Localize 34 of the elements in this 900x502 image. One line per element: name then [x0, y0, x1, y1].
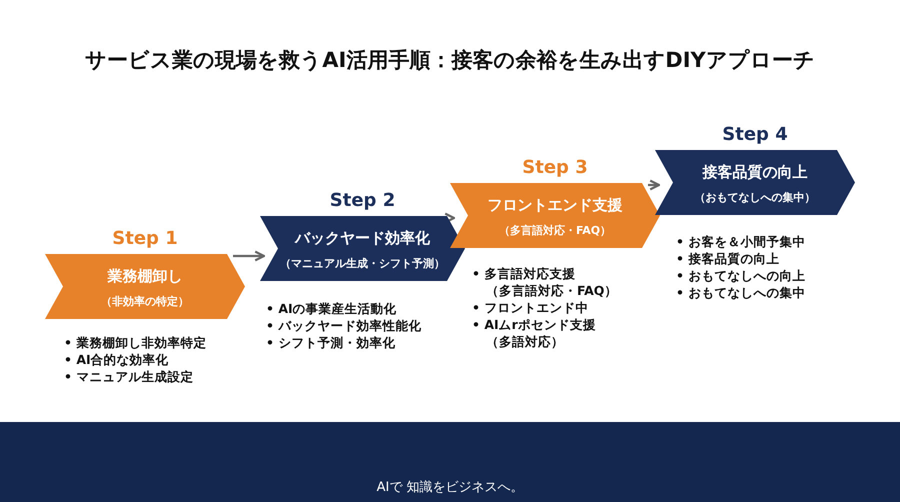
step-subtitle: （マニュアル生成・シフト予測）: [279, 256, 446, 271]
step-subtitle: （おもてなしへの集中）: [694, 190, 816, 205]
step-subtitle: （非効率の特定）: [100, 294, 190, 309]
step-title: フロントエンド支援: [486, 196, 624, 215]
step-heading: Step 1: [111, 228, 179, 249]
bullet-item: • シフト予測・効率化: [266, 334, 396, 351]
process-step: [45, 228, 245, 319]
step-title: 接客品質の向上: [701, 163, 808, 182]
bullet-item: • おもてなしへの向上: [676, 267, 806, 284]
bullet-item: • AIの事業産生活動化: [266, 300, 398, 317]
bullet-item: • お客を＆小間予集中: [676, 233, 806, 250]
bullet-item: • バックヤード効率性能化: [266, 317, 422, 334]
tagline: AIで 知識をビジネスへ。: [376, 479, 524, 496]
process-step: [450, 157, 660, 248]
arrow: [444, 212, 456, 224]
arrow: [233, 250, 266, 262]
process-step: [260, 190, 465, 281]
step-heading: Step 3: [521, 157, 589, 178]
step-subtitle: （多言語対応・FAQ）: [498, 223, 612, 238]
step-title: 業務棚卸し: [106, 267, 184, 286]
arrow: [648, 180, 660, 190]
step-heading: Step 4: [721, 124, 789, 145]
diagram-title: サービス業の現場を救うAI活用手順：接客の余裕を生み出すDIYアプローチ: [84, 47, 816, 74]
bullet-item: • 接客品質の向上: [676, 250, 780, 267]
bullet-item: • おもてなしへの集中: [676, 284, 806, 301]
step-title: バックヤード効率化: [294, 229, 431, 248]
bullet-item: • 多言語対応支援（多言語対応・FAQ）: [472, 265, 618, 299]
step-heading: Step 2: [328, 190, 396, 211]
bullet-item: • 業務棚卸し非効率特定: [64, 334, 208, 351]
process-step: [655, 124, 855, 215]
bullet-item: • マニュアル生成設定: [64, 368, 194, 385]
bullet-item: • フロントエンド中: [472, 299, 590, 316]
bullet-item: • AI合的な効率化: [64, 351, 170, 368]
bullet-item: • AIムrポセンド支援（多語対応）: [472, 316, 597, 350]
